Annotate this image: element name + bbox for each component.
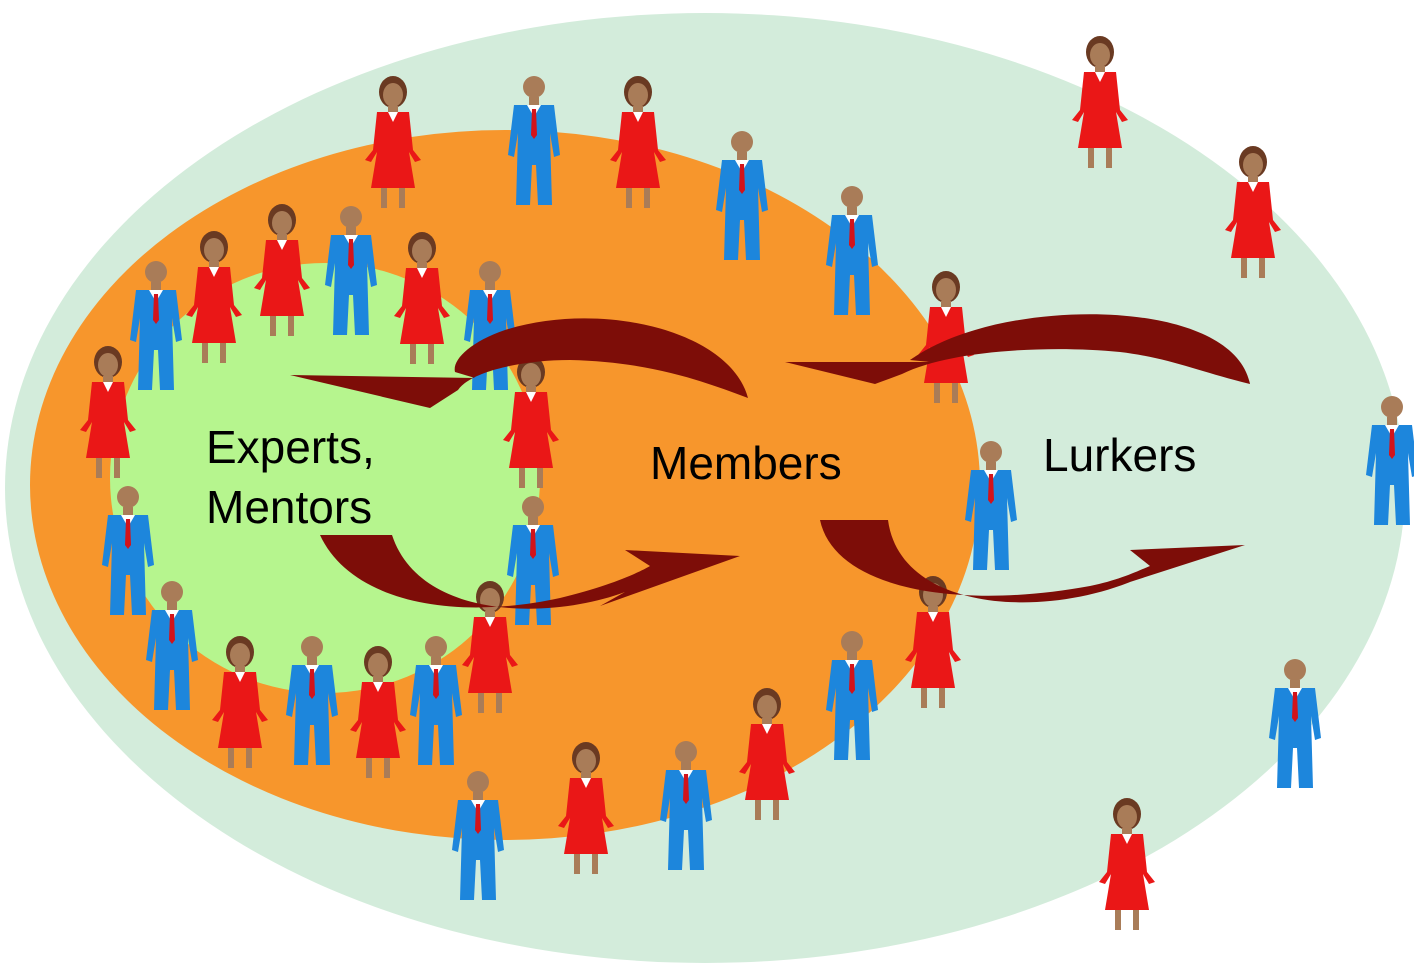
members-label: Members <box>650 437 842 489</box>
experts-zone <box>110 263 540 693</box>
curved-arrow-icon <box>320 535 740 609</box>
flow-arrows <box>290 314 1250 609</box>
experts-label-line2: Mentors <box>206 481 372 533</box>
experts-label-line1: Experts, <box>206 421 375 473</box>
lurkers-label: Lurkers <box>1043 429 1196 481</box>
curved-arrow-icon <box>820 520 1245 603</box>
curved-arrow-icon <box>290 318 748 408</box>
curved-arrow-icon <box>785 314 1250 384</box>
